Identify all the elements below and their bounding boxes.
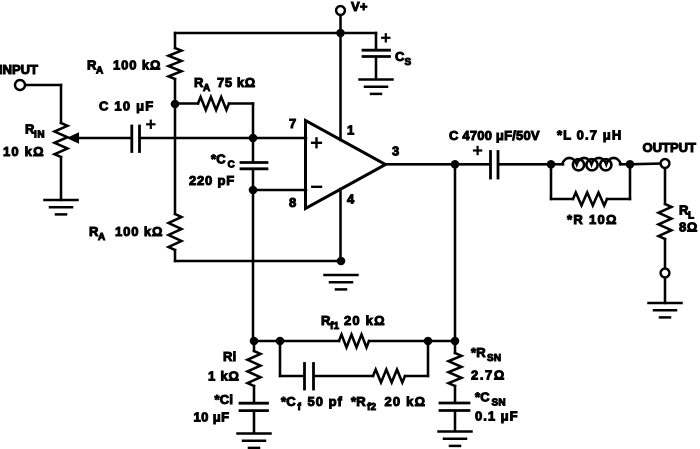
svg-text:50 pf: 50 pf [308,394,343,409]
svg-text:Ri: Ri [223,349,236,364]
svg-text:*R: *R [351,394,366,409]
svg-text:*R: *R [471,345,486,360]
svg-text:1: 1 [347,123,354,138]
svg-text:10 μF: 10 μF [194,410,230,425]
svg-text:R: R [87,58,97,73]
svg-text:0.1 μF: 0.1 μF [475,409,519,424]
svg-text:A: A [96,66,103,77]
svg-text:1 kΩ: 1 kΩ [208,369,240,384]
svg-text:OUTPUT: OUTPUT [643,140,697,155]
svg-text:4: 4 [347,192,355,207]
svg-text:100 kΩ: 100 kΩ [113,58,161,73]
svg-text:f2: f2 [367,402,377,413]
svg-text:SN: SN [492,398,506,409]
svg-text:*Ci: *Ci [215,392,234,407]
svg-text:SN: SN [487,353,501,364]
svg-text:7: 7 [289,116,296,131]
svg-text:8: 8 [289,195,296,210]
svg-text:*C: *C [281,394,296,409]
svg-text:*C: *C [475,390,490,405]
svg-text:C: C [228,160,235,171]
svg-text:S: S [405,57,412,68]
svg-text:20 kΩ: 20 kΩ [344,313,386,328]
svg-text:A: A [203,83,210,94]
svg-text:8Ω: 8Ω [679,220,698,235]
svg-text:A: A [98,232,105,243]
svg-text:2.7Ω: 2.7Ω [471,368,506,383]
svg-text:C 4700 μF/50V: C 4700 μF/50V [449,128,540,143]
svg-text:75 kΩ: 75 kΩ [217,75,256,90]
svg-text:R: R [321,313,331,328]
svg-text:R: R [194,75,204,90]
svg-text:R: R [89,224,99,239]
svg-text:f1: f1 [330,321,340,332]
svg-text:*L 0.7 μH: *L 0.7 μH [557,128,622,143]
svg-text:L: L [688,211,694,222]
svg-text:INPUT: INPUT [0,62,38,77]
svg-text:3: 3 [392,144,399,159]
svg-text:220 pF: 220 pF [189,173,235,188]
svg-text:R: R [679,203,689,218]
svg-text:C: C [395,49,405,64]
svg-text:*C: *C [211,152,226,167]
svg-text:C 10 μF: C 10 μF [99,99,154,114]
svg-text:100 kΩ: 100 kΩ [115,224,163,239]
svg-text:10 kΩ: 10 kΩ [3,144,45,159]
svg-text:R: R [25,122,35,137]
svg-text:f: f [298,402,302,413]
svg-text:*R 10Ω: *R 10Ω [567,212,618,227]
svg-text:V+: V+ [351,0,368,14]
svg-text:IN: IN [34,130,45,141]
svg-text:20 kΩ: 20 kΩ [385,394,427,409]
